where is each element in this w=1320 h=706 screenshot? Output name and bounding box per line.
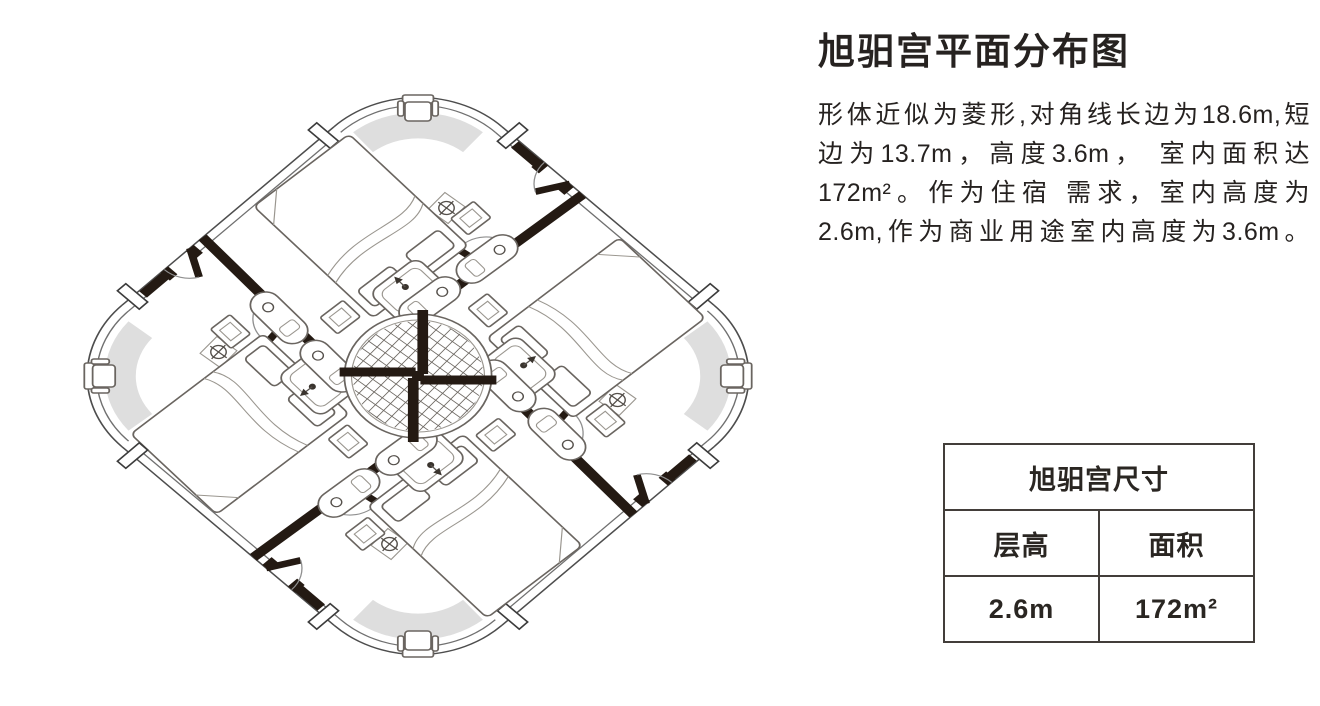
table-title-cell: 旭驲宫尺寸: [943, 443, 1255, 511]
floorplan-root: [84, 95, 751, 657]
description-line: 2.6m,作为商业用途室内高度为3.6m。: [818, 218, 1310, 247]
page-title: 旭驲宫平面分布图: [818, 31, 1130, 72]
description-line: 形体近似为菱形,对角线长边为18.6m,短: [818, 101, 1310, 130]
table-value-floor-height: 2.6m: [943, 575, 1100, 643]
info-panel: 旭驲宫平面分布图 形体近似为菱形,对角线长边为18.6m,短 边为13.7m，高…: [818, 30, 1310, 252]
core-cross-center: [412, 371, 424, 381]
floorplan-drawing: [0, 0, 840, 706]
table-header-floor-height: 层高: [943, 509, 1100, 577]
description-line: 边为13.7m，高度3.6m， 室内面积达: [818, 140, 1310, 169]
central-core: [325, 298, 511, 454]
table-value-area: 172m²: [1098, 575, 1255, 643]
core-cross-walls: [339, 310, 497, 442]
dimensions-table: 旭驲宫尺寸 层高 面积 2.6m 172m²: [943, 443, 1255, 643]
table-header-area: 面积: [1098, 509, 1255, 577]
description-paragraph: 形体近似为菱形,对角线长边为18.6m,短 边为13.7m，高度3.6m， 室内…: [818, 96, 1310, 252]
description-line: 172m²。作为住宿 需求，室内高度为: [818, 179, 1310, 208]
